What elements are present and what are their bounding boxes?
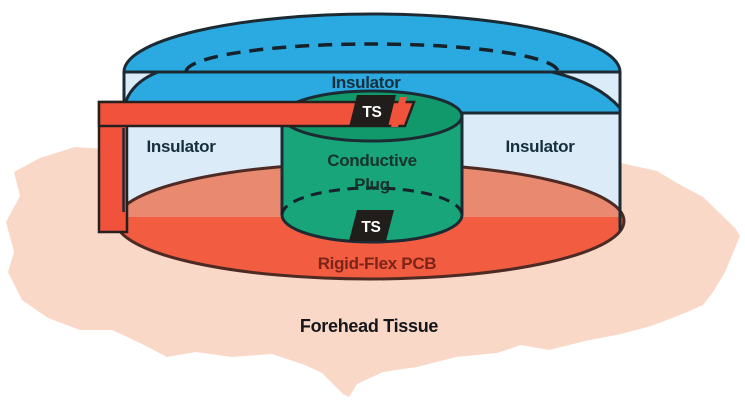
temperature-sensor-top-chip (349, 95, 396, 127)
flex-cable-horizontal (97, 100, 416, 128)
temperature-sensor-top-label: TS (362, 104, 381, 121)
label-conductive: Conductive (327, 151, 417, 170)
temperature-sensor-bottom-label: TS (361, 219, 380, 236)
conductive-plug-body (280, 114, 464, 244)
plug-bottom-dashed-line (280, 186, 464, 216)
band-right-edge-curve (551, 70, 622, 109)
cable-end-slash (391, 97, 407, 127)
hidden-rim-dashed-line (184, 42, 560, 73)
label-rigid-flex-pcb: Rigid-Flex PCB (318, 254, 437, 273)
label-insulator-left: Insulator (146, 137, 216, 156)
label-forehead-tissue: Forehead Tissue (300, 316, 439, 336)
temperature-sensor-bottom-chip (349, 210, 394, 241)
label-insulator-top: Insulator (331, 73, 401, 92)
label-insulator-right: Insulator (505, 137, 575, 156)
pcb-ellipse-lower (116, 217, 624, 279)
label-plug: Plug (354, 175, 390, 194)
